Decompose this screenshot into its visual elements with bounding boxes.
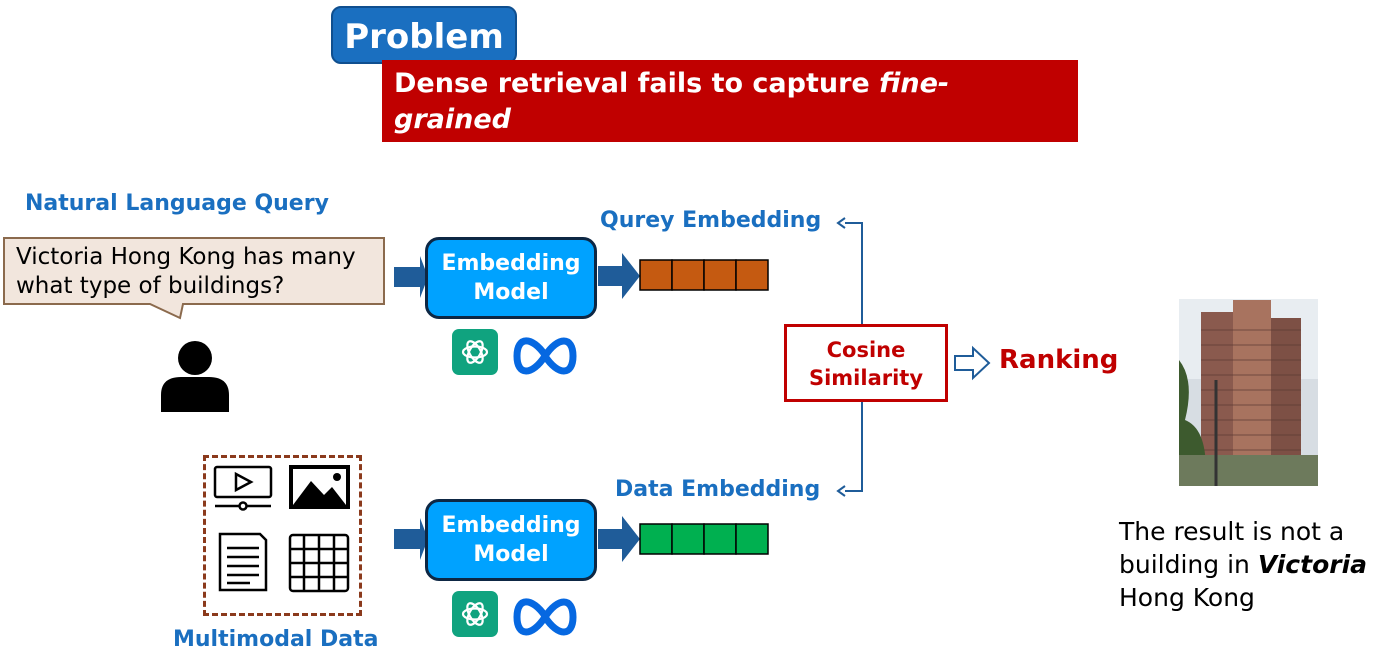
query-bubble-text: Victoria Hong Kong has many what type of… [16,244,356,299]
multimodal-label: Multimodal Data [173,627,379,652]
query-embedding-vector [639,259,769,291]
data-embedding-label: Data Embedding [615,477,821,502]
cosine-line1: Cosine [826,338,906,362]
data-embedding-cell [639,523,673,555]
table-icon [288,533,350,593]
arrow-cosine-to-ranking [954,345,991,381]
result-em: Victoria [1257,550,1368,579]
ranking-label: Ranking [999,345,1119,375]
video-icon [213,465,273,511]
meta-icon [513,598,577,636]
result-post: Hong Kong [1119,583,1255,612]
problem-line2: details in images and queries. [394,140,854,171]
problem-line1-em: fine-grained [394,68,950,135]
arrow-data-to-model [394,518,428,560]
document-icon [218,532,268,592]
arrow-model-to-data-embedding [598,516,640,562]
user-icon [161,341,229,412]
cosine-line2: Similarity [808,366,924,390]
query-embedding-cell [671,259,705,291]
connector-cosine-to-data [845,402,863,492]
result-pre: The result is not a building in [1119,517,1345,579]
openai-icon [452,591,498,637]
data-embedding-cell [703,523,737,555]
query-embedding-cell [703,259,737,291]
data-embedding-cell [671,523,705,555]
query-speech-bubble [3,237,385,320]
data-embedding-cell [735,523,769,555]
query-embedding-cell [639,259,673,291]
problem-statement: Dense retrieval fails to capture fine-gr… [382,60,1078,171]
query-embedding-cell [735,259,769,291]
arrow-query-to-model [394,256,428,298]
result-caption: The result is not a building in Victoria… [1119,515,1381,614]
cosine-similarity-box: Cosine Similarity [784,324,948,402]
query-label: Natural Language Query [25,191,329,216]
image-icon [289,465,350,509]
openai-icon [452,329,498,375]
multimodal-data-box [203,455,362,616]
data-embedding-vector [639,523,769,555]
problem-line1-pre: Dense retrieval fails to capture [394,68,880,99]
embedding-model-bottom: Embedding Model [425,499,597,581]
arrow-model-to-query-embedding [598,253,640,299]
query-embedding-label: Qurey Embedding [600,208,822,233]
connector-cosine-to-query [845,222,863,324]
problem-tag: Problem [331,6,517,64]
meta-icon [513,337,577,375]
embedding-model-top: Embedding Model [425,237,597,319]
building-photo [1179,299,1318,486]
